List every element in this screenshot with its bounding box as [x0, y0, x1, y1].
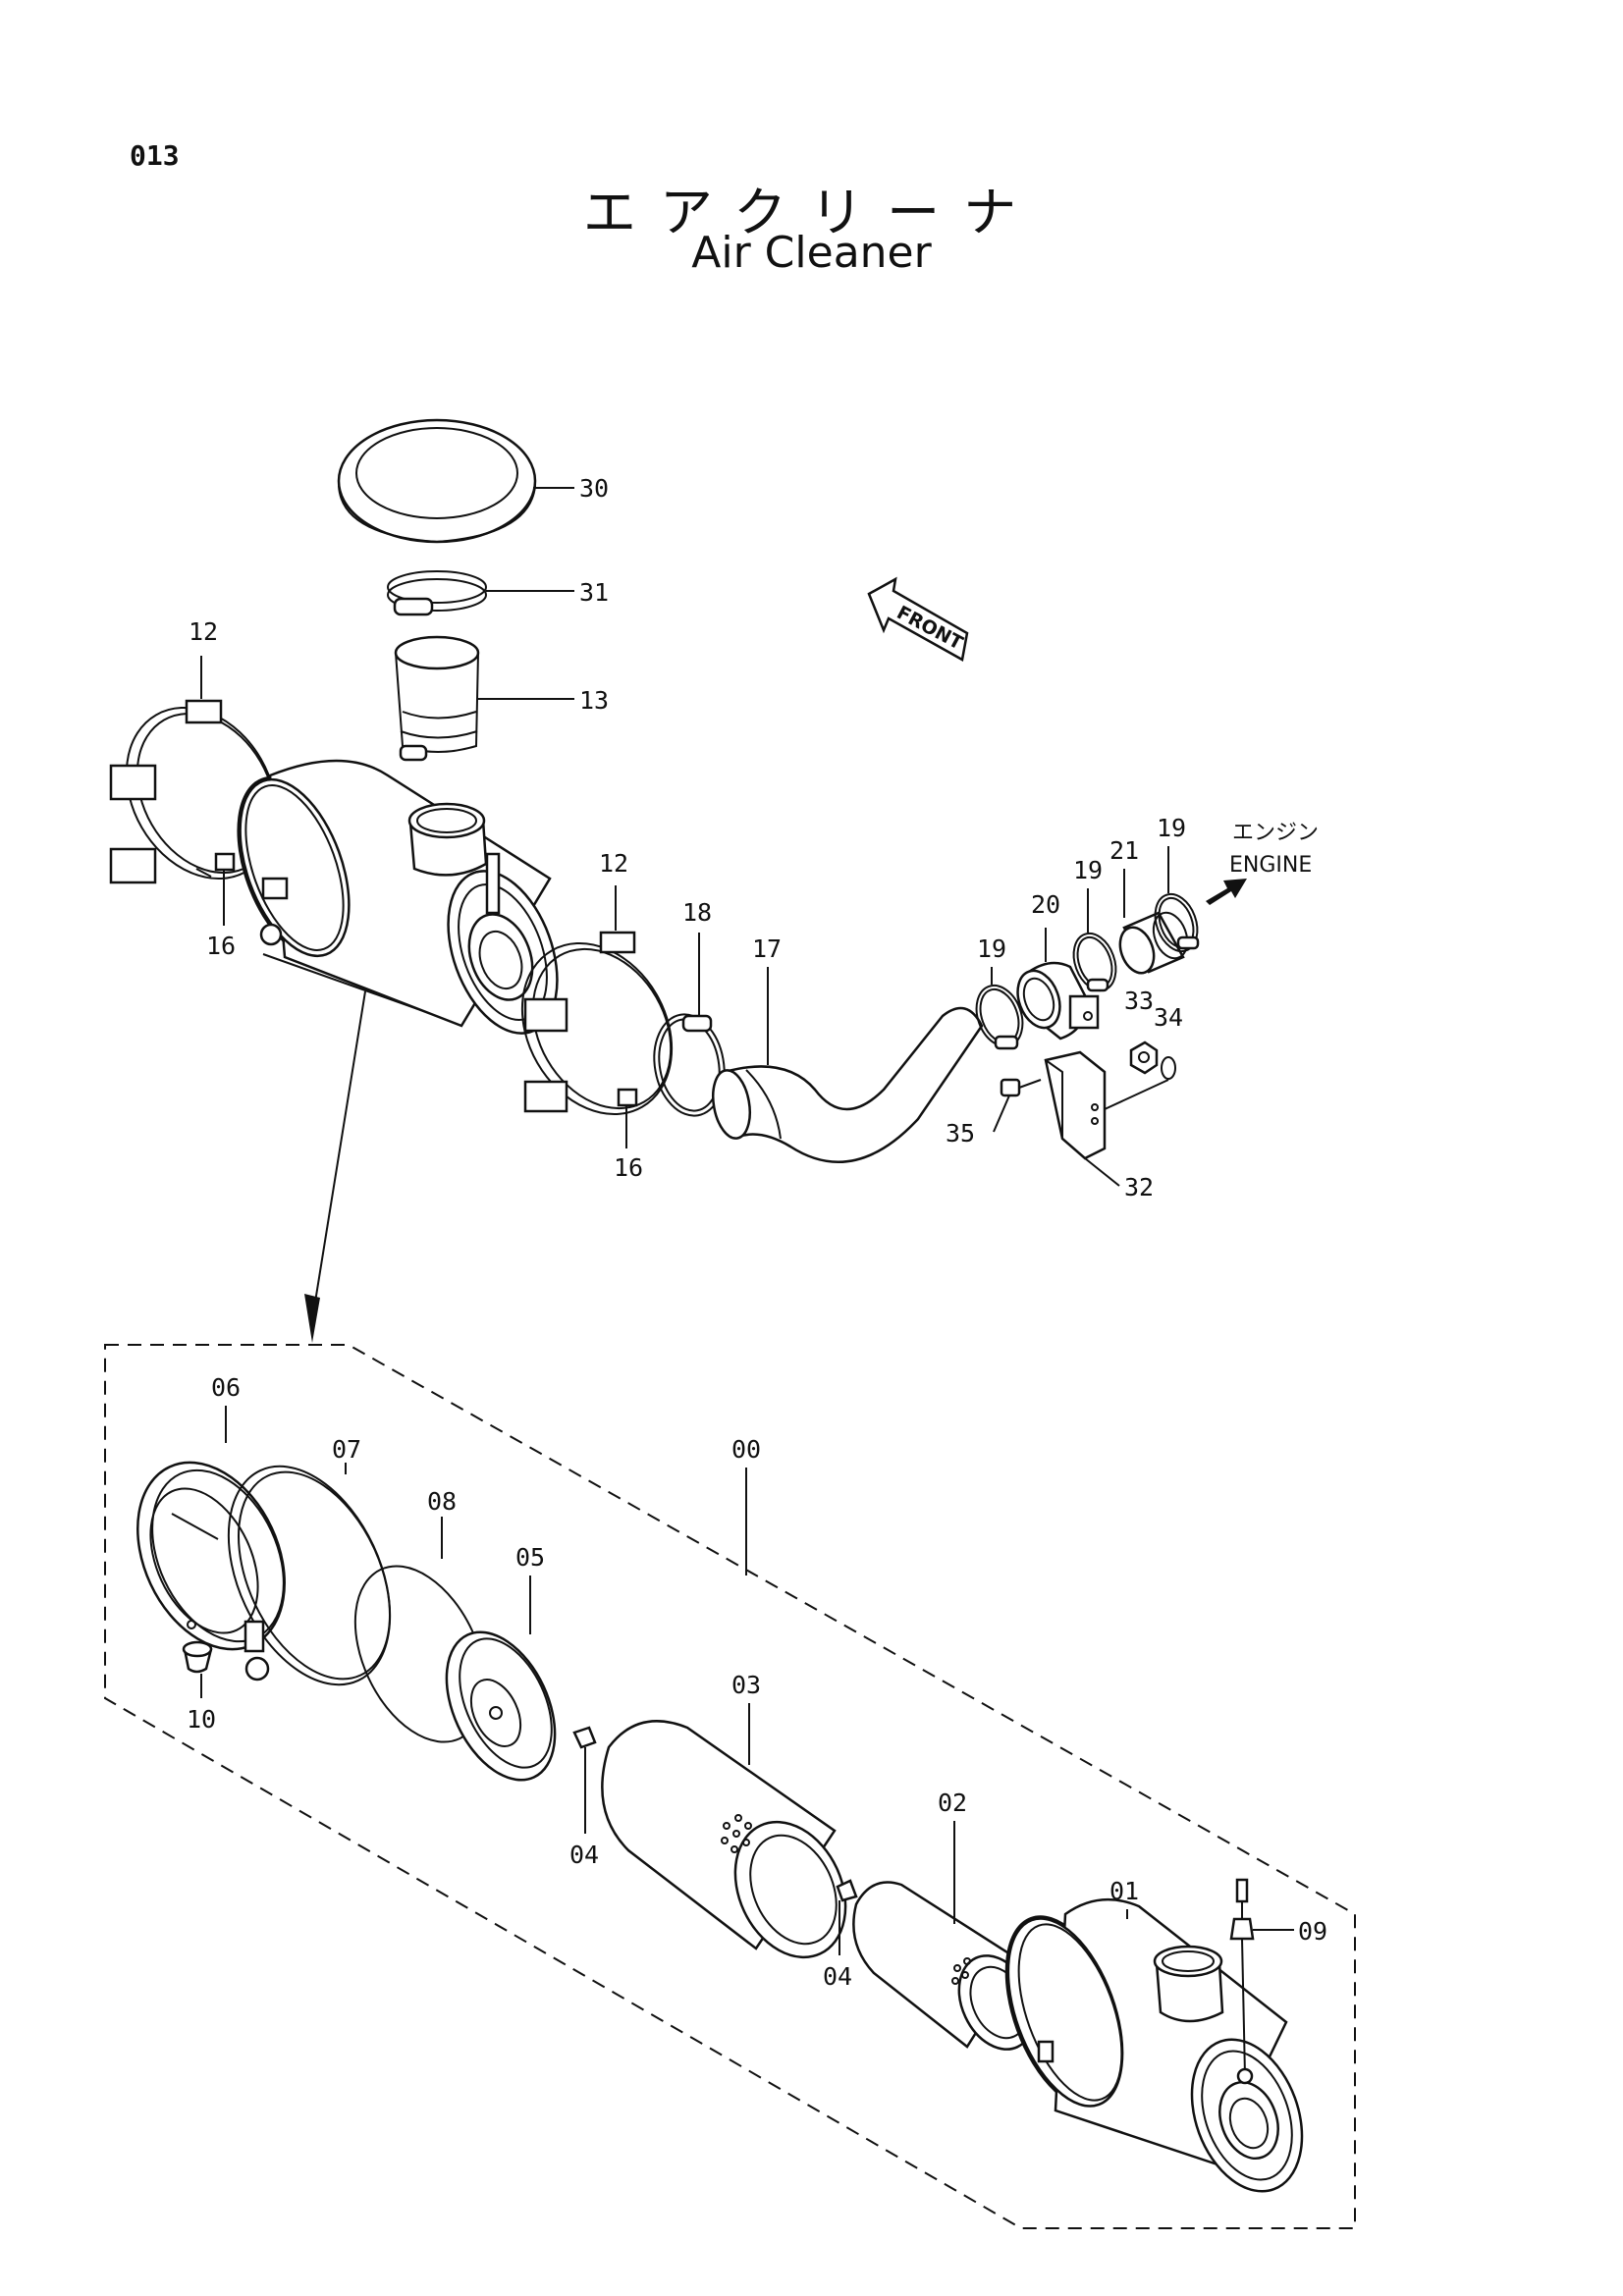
label-12-left: 12 [189, 617, 218, 646]
label-19-a: 19 [977, 934, 1006, 963]
part-18-clamp [653, 933, 726, 1117]
part-03-outer-filter [601, 1703, 847, 1959]
label-33: 33 [1124, 987, 1154, 1015]
part-30-cap [337, 418, 574, 544]
label-12-right: 12 [599, 849, 628, 878]
front-direction-arrow: FRONT [867, 576, 969, 662]
label-10: 10 [187, 1705, 216, 1734]
label-31: 31 [579, 578, 609, 607]
part-32-bracket [1044, 1050, 1169, 1187]
assembly-00-boundary [104, 1344, 1356, 2229]
label-18: 18 [682, 898, 712, 927]
part-19-clamp-a [975, 967, 1024, 1050]
label-35: 35 [946, 1119, 975, 1148]
label-13: 13 [579, 686, 609, 715]
part-05-baffle [445, 1575, 557, 1782]
label-09: 09 [1298, 1917, 1327, 1946]
label-20: 20 [1031, 890, 1060, 919]
label-32: 32 [1124, 1173, 1154, 1201]
part-04-wing-nut-b [836, 1879, 858, 1955]
label-30: 30 [579, 474, 609, 503]
part-17-hose [712, 967, 984, 1163]
part-33-nut [1129, 1041, 1159, 1075]
part-31-hose-clamp [387, 570, 574, 616]
label-19-c: 19 [1157, 814, 1186, 842]
label-04-b: 04 [823, 1962, 852, 1991]
part-08-gasket [353, 1517, 487, 1743]
part-04-wing-nut-a [572, 1726, 597, 1834]
engine-direction-arrow [1206, 879, 1247, 905]
part-01-housing-body [1004, 1897, 1304, 2193]
label-08: 08 [427, 1487, 457, 1516]
label-03: 03 [731, 1671, 761, 1699]
part-19-clamp-c [1154, 846, 1200, 953]
engine-label-jp: エンジン [1232, 821, 1319, 845]
part-35-bolt [993, 1078, 1042, 1133]
label-04-a: 04 [569, 1841, 599, 1869]
part-21-sleeve [1118, 869, 1189, 975]
part-12-mounting-band-right [520, 885, 674, 1148]
part-10-dust-valve [182, 1640, 213, 1698]
label-19-b: 19 [1073, 856, 1103, 884]
air-cleaner-housing-assembly [237, 759, 559, 1035]
part-34-washer [1161, 1056, 1176, 1080]
housing-leader-line [311, 990, 366, 1321]
part-03-perforation-dots [721, 1814, 752, 1853]
label-02: 02 [938, 1789, 967, 1817]
housing-leader-arrowhead [304, 1294, 320, 1343]
label-05: 05 [515, 1543, 545, 1572]
part-06-end-cover [136, 1406, 286, 1651]
part-09-service-indicator [1229, 1878, 1294, 2085]
engine-label-en: ENGINE [1229, 853, 1312, 878]
part-19-clamp-b [1072, 888, 1117, 992]
label-21: 21 [1109, 836, 1139, 865]
label-16-right: 16 [614, 1153, 643, 1182]
label-34: 34 [1154, 1003, 1183, 1032]
label-07: 07 [332, 1435, 361, 1464]
page-number: 013 [130, 139, 180, 172]
part-13-sleeve [394, 635, 574, 762]
label-00: 00 [731, 1435, 761, 1464]
part-20-adapter [1016, 928, 1100, 1041]
title-english: Air Cleaner [691, 228, 932, 278]
part-07-band-clamp [227, 1463, 392, 1686]
label-17: 17 [752, 934, 782, 963]
label-06: 06 [211, 1373, 241, 1402]
label-16-left: 16 [206, 932, 236, 960]
label-01: 01 [1109, 1877, 1139, 1905]
title-japanese: エアクリーナ [582, 182, 1041, 243]
